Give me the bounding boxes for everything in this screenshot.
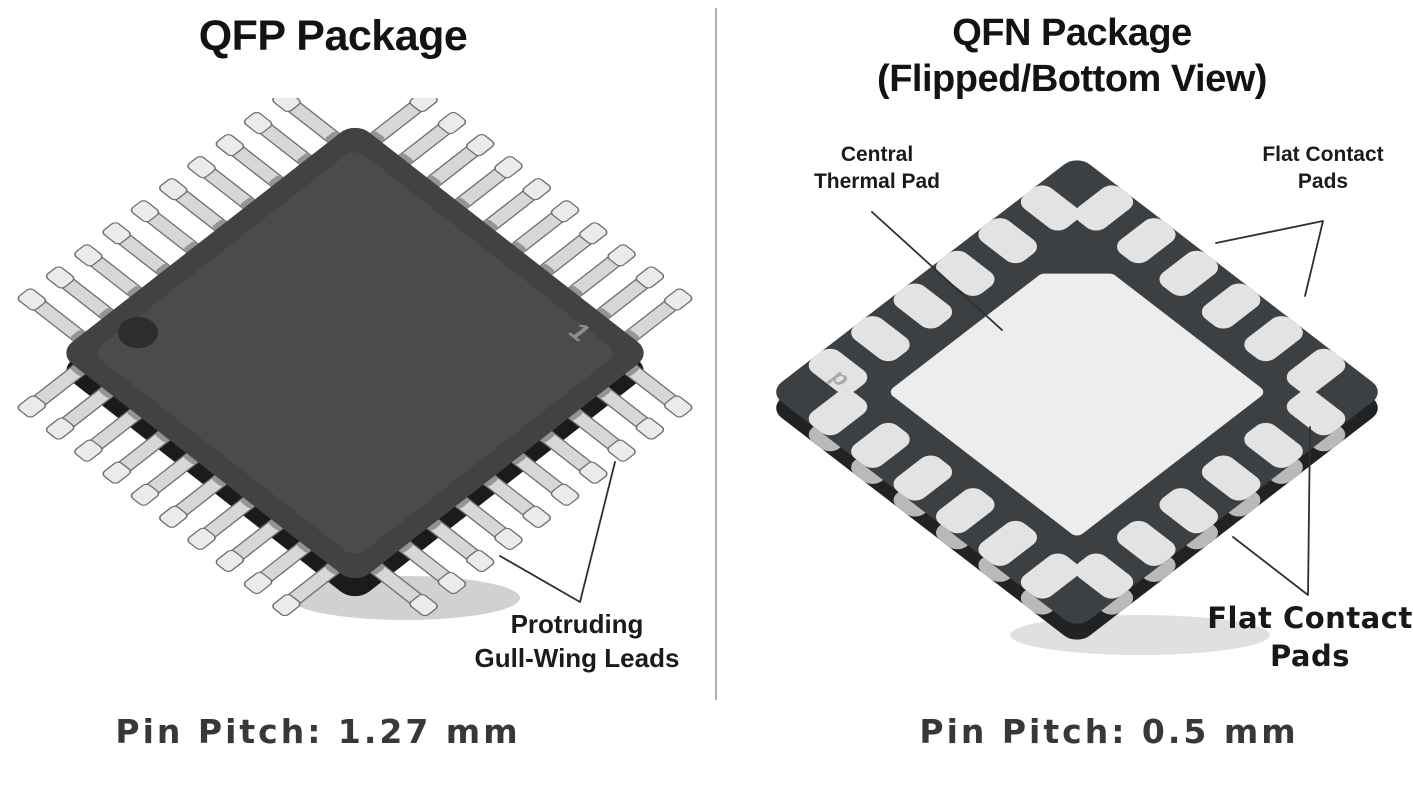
- qfp-chip-image: 1: [5, 98, 700, 620]
- qfn-chip-image: p: [776, 160, 1378, 655]
- qfn-central-thermal-pad: [890, 273, 1264, 536]
- gull-wing-leads-label-line1: Protruding: [510, 609, 644, 639]
- flat-contact-pads-bottom-label: Flat Contact Pads: [1200, 600, 1413, 675]
- central-thermal-pad-label-line2: Thermal Pad: [813, 170, 941, 194]
- qfp-pin-pitch-label: Pin Pitch: 1.27 mm: [115, 712, 521, 751]
- qfn-pin-pitch-label: Pin Pitch: 0.5 mm: [919, 712, 1299, 751]
- qfp-pin1-dimple: [117, 316, 158, 349]
- panel-divider: [715, 8, 717, 700]
- gull-wing-leads-label-line2: Gull-Wing Leads: [474, 642, 680, 673]
- qfp-title: QFP Package: [198, 12, 468, 60]
- qfn-title-line1: QFN Package: [952, 12, 1192, 54]
- central-thermal-pad-label-line1: Central: [840, 143, 914, 166]
- qfn-title-line2: (Flipped/Bottom View): [877, 58, 1267, 101]
- flat-contact-pads-bottom-label-line2: Pads: [1269, 638, 1351, 673]
- qfp-body: 1: [66, 127, 644, 579]
- flat-contact-pads-top-label-line1: Flat Contact: [1262, 143, 1384, 166]
- qfp-panel: QFP Package: [0, 12, 716, 751]
- gull-wing-leads-label: Protruding Gull-Wing Leads: [447, 608, 707, 676]
- qfn-title: QFN Package (Flipped/Bottom View): [822, 10, 1322, 103]
- flat-contact-pads-top-label-line2: Pads: [1297, 170, 1349, 194]
- central-thermal-pad-label: Central Thermal Pad: [787, 141, 967, 196]
- qfn-panel: QFN Package (Flipped/Bottom View): [716, 0, 1413, 788]
- flat-contact-pads-top-label: Flat Contact Pads: [1233, 141, 1413, 196]
- flat-contact-pads-bottom-label-line1: Flat Contact: [1207, 601, 1413, 635]
